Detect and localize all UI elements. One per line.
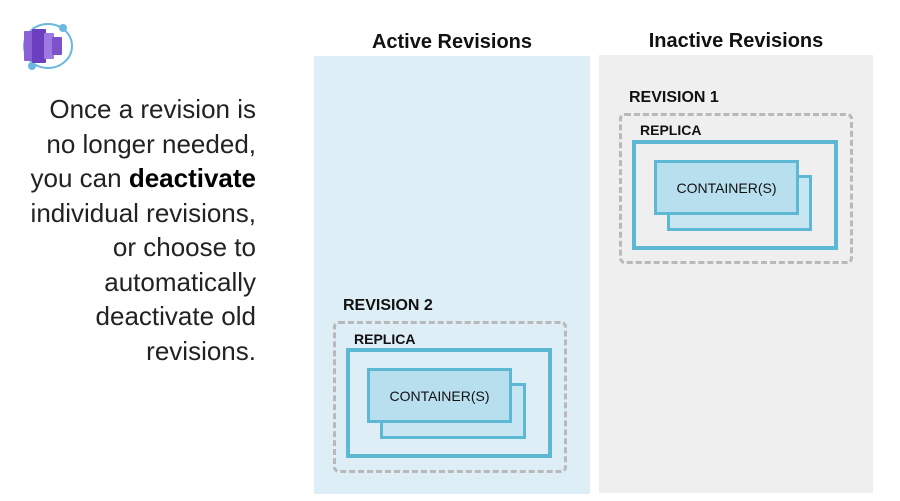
revision-2-container-label: CONTAINER(S) <box>389 387 490 404</box>
deactivate-emphasis: deactivate <box>128 163 256 193</box>
description-line: Once a revision is <box>49 94 256 124</box>
description-line: you can deactivate <box>6 161 256 196</box>
description-line: automatically <box>104 266 256 297</box>
revision-1-replica-label: REPLICA <box>640 122 702 138</box>
description-line: no longer needed, <box>46 128 256 159</box>
revision-2-label: REVISION 2 <box>343 297 433 314</box>
description-text: Once a revision is no longer needed, you… <box>6 92 256 368</box>
revision-1-box <box>619 113 853 264</box>
description-line: deactivate old <box>95 301 256 331</box>
revision-1-container-label: CONTAINER(S) <box>676 179 777 196</box>
description-line: or choose to <box>112 232 256 262</box>
revision-2-container: CONTAINER(S) <box>367 368 512 423</box>
revision-1-label: REVISION 1 <box>629 89 719 106</box>
revision-2-replica-label: REPLICA <box>354 331 416 347</box>
inactive-revisions-panel <box>599 55 873 493</box>
description-line: individual revisions, <box>30 197 256 228</box>
description-line-prefix: you can <box>30 163 129 193</box>
revision-2-replica-box <box>346 348 552 458</box>
revision-2-box <box>333 321 567 473</box>
revision-1-container: CONTAINER(S) <box>654 160 799 215</box>
inactive-revisions-title: Inactive Revisions <box>648 30 824 52</box>
revision-1-replica-box <box>632 140 838 250</box>
active-revisions-title: Active Revisions <box>371 31 533 53</box>
container-apps-logo-icon <box>23 23 73 70</box>
description-line: revisions. <box>146 335 256 366</box>
